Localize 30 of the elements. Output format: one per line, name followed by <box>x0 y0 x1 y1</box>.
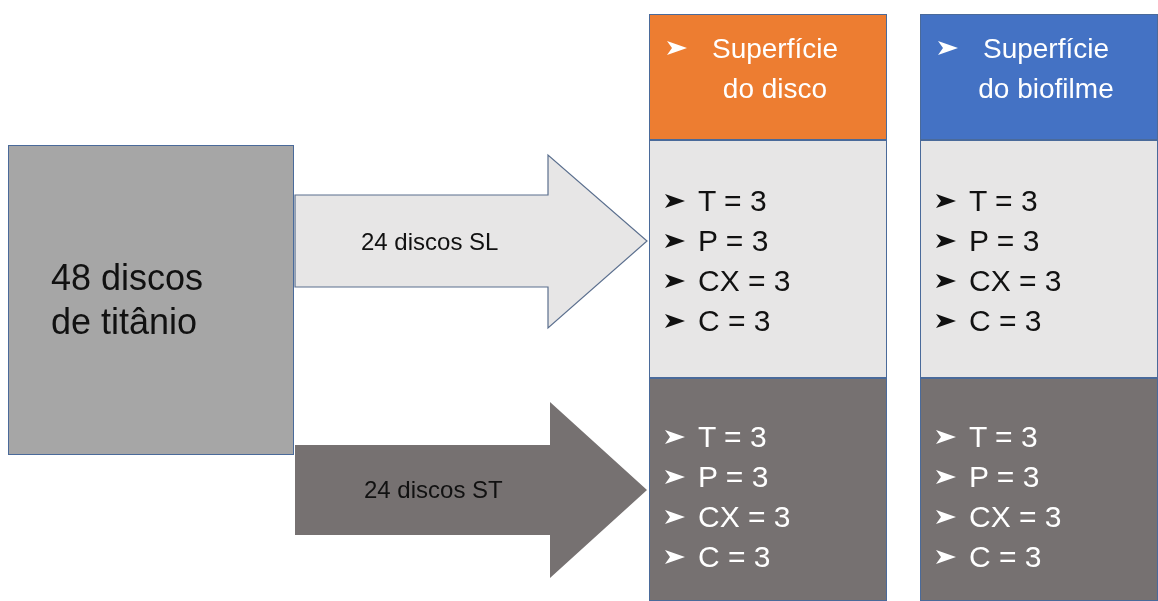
edge-label: 24 discos ST <box>364 476 503 504</box>
list-cell <box>649 140 887 378</box>
list-cell <box>920 140 1158 378</box>
list-cell <box>920 378 1158 601</box>
list-cell <box>649 378 887 601</box>
list-item: C = 3 <box>698 303 771 339</box>
list-item: P = 3 <box>969 223 1040 259</box>
list-item: CX = 3 <box>698 263 791 299</box>
list-item: C = 3 <box>969 539 1042 575</box>
list-item: T = 3 <box>969 419 1038 455</box>
list-item: P = 3 <box>969 459 1040 495</box>
list-item: C = 3 <box>698 539 771 575</box>
list-item: T = 3 <box>698 183 767 219</box>
column-heading: Superfície do disco <box>710 32 840 106</box>
block-arrow <box>294 153 648 330</box>
column-header <box>920 14 1158 140</box>
list-item: T = 3 <box>698 419 767 455</box>
list-item: CX = 3 <box>969 499 1062 535</box>
list-item: P = 3 <box>698 459 769 495</box>
process-box <box>8 145 294 455</box>
list-item: CX = 3 <box>969 263 1062 299</box>
list-item: T = 3 <box>969 183 1038 219</box>
column-heading: Superfície do biofilme <box>977 32 1115 106</box>
block-arrow <box>295 402 647 578</box>
box-label: 48 discos de titânio <box>51 256 205 344</box>
column-header <box>649 14 887 140</box>
edge-label: 24 discos SL <box>361 228 499 256</box>
list-item: CX = 3 <box>698 499 791 535</box>
list-item: P = 3 <box>698 223 769 259</box>
list-item: C = 3 <box>969 303 1042 339</box>
